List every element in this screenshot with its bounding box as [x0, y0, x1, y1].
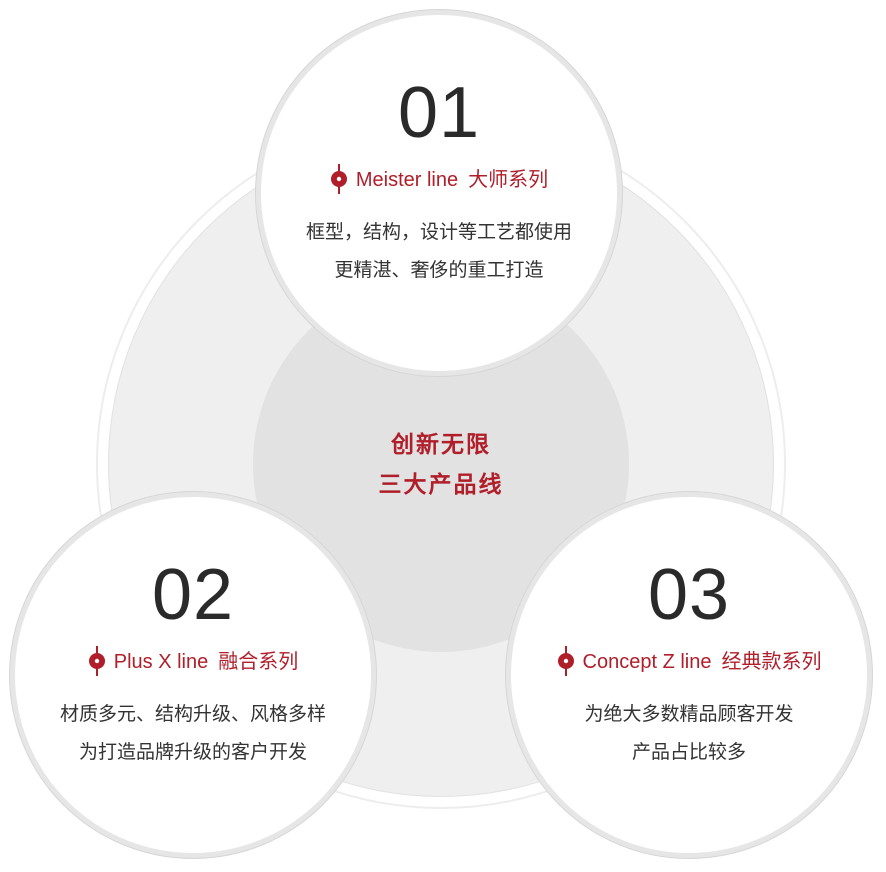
- product-line-name-en: Plus X line: [113, 651, 209, 673]
- product-line-title: Concept Z line 经典款系列: [511, 645, 867, 678]
- product-line-number: 03: [647, 555, 731, 635]
- product-line-title: Meister line 大师系列: [261, 163, 617, 196]
- product-line-description: 框型，结构，设计等工艺都使用 更精湛、奢侈的重工打造: [261, 213, 617, 289]
- description-line-1: 为绝大多数精品顾客开发: [584, 703, 794, 725]
- description-line-2: 为打造品牌升级的客户开发: [78, 741, 307, 763]
- description-line-1: 材质多元、结构升级、风格多样: [59, 703, 326, 725]
- product-line-name-en: Concept Z line: [582, 651, 712, 673]
- product-line-number: 01: [397, 73, 481, 153]
- description-line-2: 更精湛、奢侈的重工打造: [334, 259, 544, 281]
- product-line-card-3: 03 Concept Z line 经典款系列 为绝大多数精品顾客开发 产品占比较…: [506, 492, 872, 858]
- product-line-title: Plus X line 融合系列: [15, 645, 371, 678]
- product-line-description: 为绝大多数精品顾客开发 产品占比较多: [511, 695, 867, 771]
- product-line-name-zh: 大师系列: [468, 167, 549, 191]
- product-line-name-zh: 融合系列: [218, 649, 299, 673]
- description-line-1: 框型，结构，设计等工艺都使用: [305, 221, 572, 243]
- description-line-2: 产品占比较多: [631, 741, 746, 763]
- center-label-line2: 三大产品线: [378, 472, 504, 498]
- location-pin-icon: [88, 645, 106, 676]
- product-line-name-zh: 经典款系列: [721, 649, 822, 673]
- product-line-card-1: 01 Meister line 大师系列 框型，结构，设计等工艺都使用 更精湛、奢…: [256, 10, 622, 376]
- product-line-name-en: Meister line: [355, 169, 459, 191]
- product-line-card-2: 02 Plus X line 融合系列 材质多元、结构升级、风格多样 为打造品牌升…: [10, 492, 376, 858]
- product-line-number: 02: [151, 555, 235, 635]
- center-label-line1: 创新无限: [391, 432, 491, 458]
- center-label: 创新无限 三大产品线: [341, 425, 541, 505]
- product-line-description: 材质多元、结构升级、风格多样 为打造品牌升级的客户开发: [15, 695, 371, 771]
- location-pin-icon: [330, 163, 348, 194]
- location-pin-icon: [557, 645, 575, 676]
